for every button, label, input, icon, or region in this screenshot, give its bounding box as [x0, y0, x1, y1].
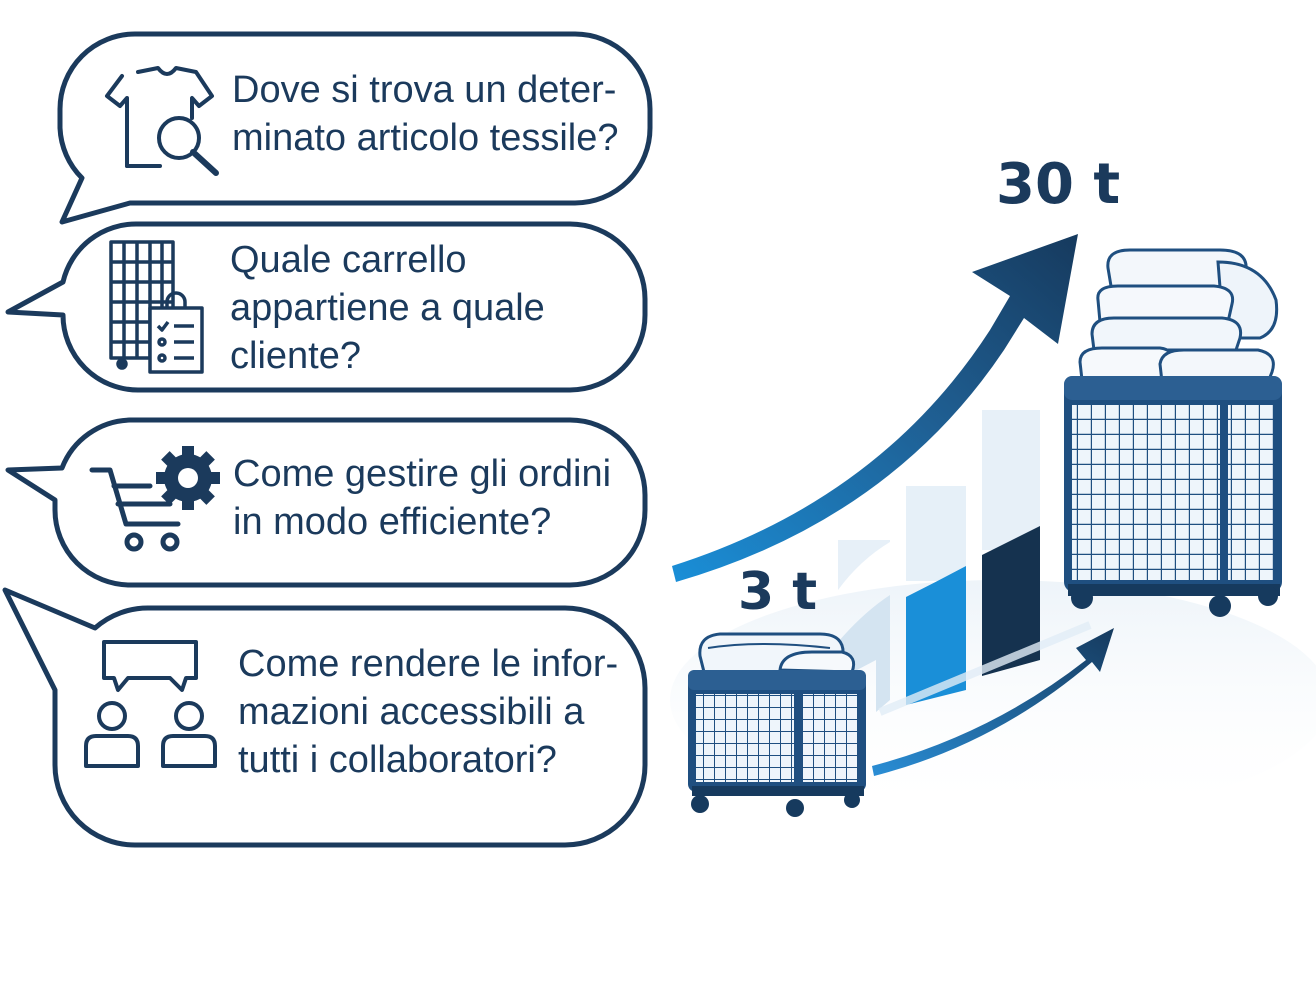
- bubble-2-line-2: appartiene a quale: [230, 287, 545, 329]
- bubble-3-line-2: in modo efficiente?: [233, 501, 552, 543]
- bubble-4-line-3: tutti i collaboratori?: [238, 739, 557, 781]
- small-laundry-cart: [688, 632, 866, 817]
- speech-bubble-4: [2, 587, 648, 848]
- bubble-2-text: Quale carrello appartiene a quale client…: [230, 236, 545, 380]
- growth-bar-2-fill: [906, 566, 966, 705]
- bubble-1-line-2: minato articolo tessile?: [232, 117, 619, 159]
- large-laundry-cart: [1064, 248, 1282, 617]
- bubble-4-line-2: mazioni accessibili a: [238, 691, 585, 733]
- people-chat-icon: [84, 640, 217, 768]
- large-weight-label: 30 t: [996, 152, 1121, 217]
- growth-bar-3-fill: [982, 526, 1040, 676]
- small-weight-label: 3 t: [738, 562, 818, 622]
- growth-bar-1: [838, 540, 890, 590]
- growth-bar-2-top: [906, 486, 966, 581]
- speech-bubble-1: [57, 31, 653, 225]
- cart-checklist-icon: [109, 240, 204, 374]
- growth-bar-3-top: [982, 410, 1040, 550]
- shirt-search-icon: [105, 66, 219, 176]
- bubble-4-text: Come rendere le infor- mazioni accessibi…: [238, 640, 618, 784]
- bubble-1-line-1: Dove si trova un deter-: [232, 69, 617, 111]
- lower-growth-arrow: [872, 621, 1114, 776]
- growth-bars: [838, 410, 1040, 712]
- bubble-1-text: Dove si trova un deter- minato articolo …: [232, 66, 619, 162]
- shopping-cart-gear-icon: [89, 446, 220, 552]
- bubble-4-line-1: Come rendere le infor-: [238, 643, 619, 685]
- bubble-2-line-3: cliente?: [230, 335, 361, 377]
- growth-bar-1-lower: [838, 595, 890, 712]
- bubble-3-line-1: Come gestire gli ordini: [233, 453, 612, 495]
- upper-growth-arrow: [672, 234, 1078, 582]
- bubble-3-text: Come gestire gli ordini in modo efficien…: [233, 450, 611, 546]
- bubble-2-line-1: Quale carrello: [230, 239, 467, 281]
